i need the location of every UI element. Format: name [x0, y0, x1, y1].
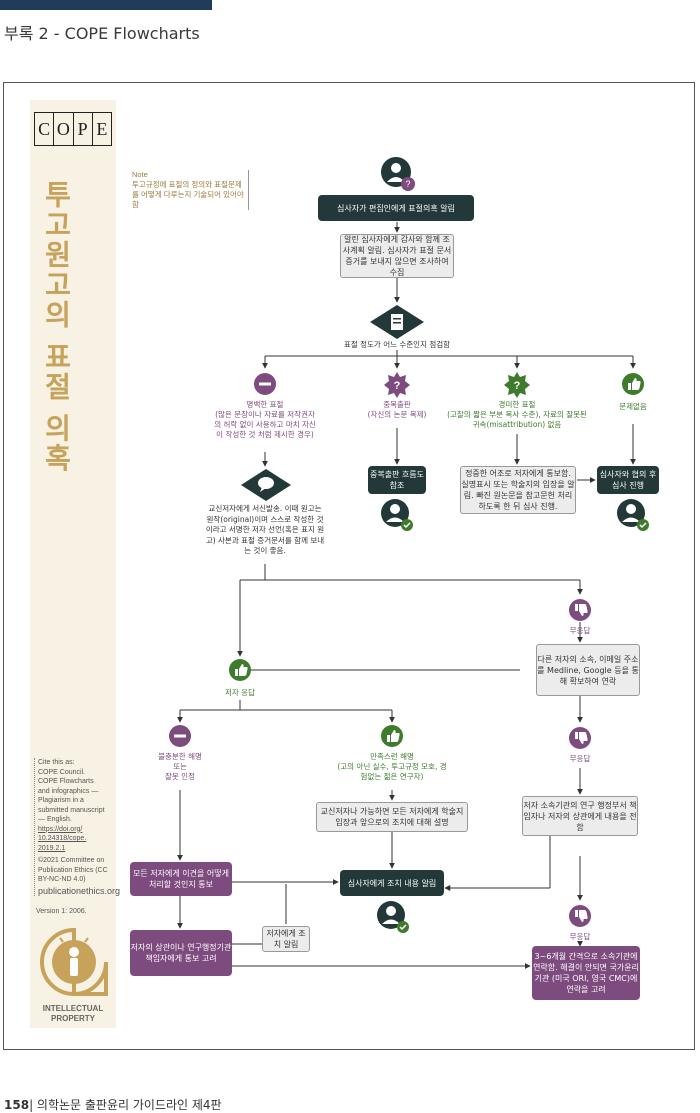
- thumbs-down-icon: [569, 727, 591, 749]
- svg-text:?: ?: [514, 380, 521, 392]
- satisfactory-desc: (고의 아닌 실수, 투고규정 모호, 경험없는 젊은 연구자): [337, 762, 447, 781]
- minus-icon: [169, 725, 191, 747]
- logo-letter: C: [35, 113, 55, 145]
- notify-authors-box: 저자에게 조치 알림: [262, 926, 310, 952]
- minus-icon: [254, 373, 276, 395]
- footer-text: | 의학논문 출판윤리 가이드라인 제4판: [29, 1098, 222, 1112]
- citation-block: Cite this as: COPE Council. COPE Flowcha…: [34, 758, 121, 896]
- cite-line: submitted manuscript: [38, 806, 105, 814]
- cope-logo: C O P E: [34, 112, 112, 146]
- sidebar: [30, 100, 116, 1028]
- duplicate-flowchart-box: 중복출판 흐름도 참조: [368, 466, 426, 494]
- appendix-title: 부록 2 - COPE Flowcharts: [4, 24, 200, 43]
- duplicate-title: 중복출판: [383, 400, 411, 409]
- note-text: 투고규정에 표절의 정의와 표절문제를 어떻게 다루는지 기술되어 있어야 함: [132, 180, 244, 209]
- no-problem-title: 문제없음: [619, 402, 647, 411]
- inform-reviewer-box: 심사자에게 조치 내용 알림: [340, 870, 444, 896]
- site-link[interactable]: publicationethics.org: [38, 885, 121, 896]
- logo-letter: E: [96, 119, 108, 139]
- minor-desc: (고찰의 짧은 부분 복사 수준), 자료의 잘못된 귀속(misattribu…: [447, 410, 587, 429]
- sidebar-title: 투고원고의 표절 의혹: [40, 180, 73, 474]
- follow-up-box: 3~6개월 간격으로 소속기관에 연락함. 해결이 안되면 국가윤리기관 (미국…: [532, 946, 640, 1000]
- insufficient-or: 또는: [173, 762, 187, 771]
- top-accent-bar: [0, 0, 212, 10]
- clear-plagiarism-title: 명백한 표절: [246, 400, 284, 409]
- start-box: 심사자가 편집인에게 표절의혹 알림: [318, 195, 474, 221]
- cite-line: and infographics —: [38, 787, 99, 795]
- contact-coauthors-box: 다른 저자의 소속, 이메일 주소를 Medline, Google 등을 통해…: [536, 644, 640, 696]
- reviewer-check-icon: [617, 499, 649, 531]
- svg-text:?: ?: [405, 179, 410, 189]
- no-response-label: 무응답: [569, 932, 591, 941]
- copyright-text: ©2021 Committee on Publication Ethics (C…: [38, 857, 108, 883]
- minor-title: 경미한 표절: [498, 400, 536, 409]
- speech-bubble-icon: [241, 469, 291, 501]
- explain-position-box: 교신저자나 가능하면 모든 저자에게 학술지 입장과 앞으로의 조치에 대해 설…: [316, 802, 468, 832]
- cite-line: — English.: [38, 816, 72, 823]
- cite-line: COPE Flowcharts: [38, 778, 94, 785]
- reviewer-check-icon: [377, 901, 409, 933]
- page-footer: 158| 의학논문 출판윤리 가이드라인 제4판: [4, 1096, 222, 1113]
- question-burst-icon: ?: [384, 372, 410, 398]
- cite-line: Cite this as:: [38, 759, 75, 766]
- note-title: Note: [132, 170, 148, 179]
- version-text: Version 1: 2006.: [36, 908, 87, 915]
- thumbs-up-icon: [229, 659, 251, 681]
- logo-letter: O: [54, 113, 74, 145]
- svg-text:?: ?: [394, 380, 401, 392]
- logo-letter: P: [74, 113, 93, 145]
- no-response-label: 무응답: [569, 754, 591, 763]
- intellectual-property-icon: [40, 927, 108, 996]
- institution-contact-box: 저자 소속기관의 연구 행정부서 책임자나 저자의 상관에게 내용을 전함: [522, 796, 638, 836]
- insufficient-title: 불충분한 해명: [158, 752, 202, 761]
- thumbs-down-icon: [569, 599, 591, 621]
- contact-author-text: 교신저자에게 서신발송. 이때 원고는 원작(original)이며 스스로 작…: [205, 504, 325, 555]
- notify-all-authors-box: 모든 저자에게 이견을 어떻게 처리할 것인지 통보: [130, 862, 232, 896]
- thumbs-up-icon: [381, 725, 403, 747]
- cite-line: Plagiarism in a: [38, 797, 84, 804]
- reviewer-check-icon: [381, 499, 413, 531]
- duplicate-desc: (자신의 논문 복제): [367, 410, 427, 419]
- reviewer-question-icon: ?: [381, 157, 415, 191]
- doi-link[interactable]: https://doi.org/ 10.24318/cope. 2019.2.1: [38, 825, 87, 852]
- document-check-icon: [370, 305, 424, 339]
- no-response-label: 무응답: [569, 626, 591, 635]
- thumbs-up-icon: [622, 373, 644, 395]
- insufficient-desc: 잘못 인정: [165, 772, 195, 781]
- author-response-label: 저자 응답: [225, 688, 255, 697]
- note: Note 투고규정에 표절의 정의와 표절문제를 어떻게 다루는지 기술되어 있…: [132, 170, 249, 210]
- continue-review-box: 심사자와 협의 후 심사 진행: [597, 466, 659, 494]
- thumbs-down-icon: [569, 905, 591, 927]
- minor-action-box: 정중한 어조로 저자에게 통보함. 실명표시 또는 학술지의 입장을 알림. 빠…: [460, 466, 576, 514]
- cite-line: COPE Council.: [38, 768, 86, 776]
- satisfactory-title: 만족스런 해명: [370, 752, 414, 761]
- page-number: 158: [4, 1098, 30, 1112]
- question-burst-icon: ?: [504, 372, 530, 398]
- check-level-label: 표절 정도가 어느 수준인지 점검함: [343, 340, 451, 349]
- ip-label: INTELLECTUAL PROPERTY: [42, 1004, 104, 1023]
- collect-evidence-box: 알린 심사자에게 감사와 함께 조사계획 알림. 심사자가 표절 문서 증거를 …: [340, 234, 454, 278]
- clear-plagiarism-desc: (많은 문장이나 자료를 저작권자의 허락 없이 사용하고 마치 자신이 작성한…: [214, 410, 316, 439]
- flowchart-frame: [3, 82, 695, 1050]
- consider-notify-superior-box: 저자의 상관이나 연구행정기관 책임자에게 통보 고려: [130, 930, 232, 976]
